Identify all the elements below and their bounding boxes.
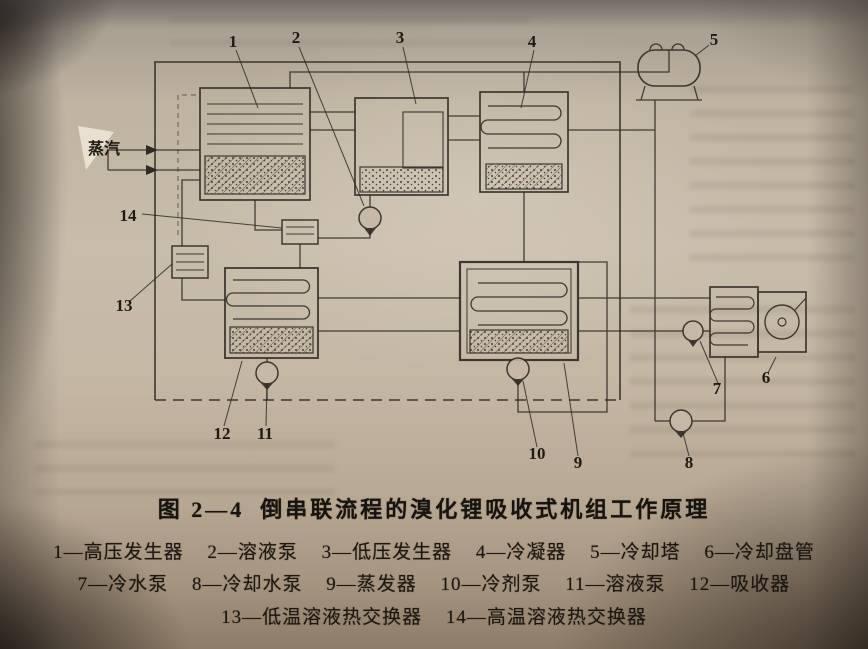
- callout-5: 5: [710, 30, 719, 49]
- legend-row-2: 7—冷水泵 8—冷却水泵 9—蒸发器 10—冷剂泵 11—溶液泵 12—吸收器: [0, 569, 868, 596]
- legend-item-separator: —: [217, 542, 238, 563]
- legend-item: 10—冷剂泵: [440, 574, 541, 595]
- legend-row-3: 13—低温溶液热交换器 14—高温溶液热交换器: [0, 602, 868, 629]
- legend-item-separator: —: [486, 542, 507, 563]
- chilled-water-pump-7: [682, 320, 704, 347]
- legend-item-name: 冷水泵: [108, 574, 169, 595]
- callout-6: 6: [762, 368, 771, 387]
- legend-item-name: 冷凝器: [506, 542, 567, 563]
- legend-item-separator: —: [585, 574, 606, 595]
- refrigerant-pump-10: [506, 357, 530, 386]
- legend-item: 3—低压发生器: [322, 542, 453, 563]
- absorber: [224, 267, 319, 359]
- legend-item-name: 高压发生器: [83, 542, 184, 563]
- legend-item: 14—高温溶液热交换器: [446, 607, 647, 628]
- legend-item-name: 冷却塔: [620, 542, 681, 563]
- legend-item-name: 蒸发器: [356, 574, 417, 595]
- steam-flow-arrow-icon: [146, 145, 158, 155]
- legend-item-separator: —: [710, 574, 731, 595]
- legend-item-name: 冷剂泵: [481, 574, 542, 595]
- high-temp-heat-exchanger: [281, 219, 319, 245]
- legend-item-separator: —: [242, 607, 263, 628]
- legend-item-name: 低温溶液热交换器: [262, 607, 423, 628]
- legend-item: 1—高压发生器: [53, 542, 184, 563]
- legend-item-number: 10: [440, 574, 462, 595]
- legend-item-number: 9: [326, 574, 337, 595]
- callout-10: 10: [529, 444, 546, 463]
- legend-item-number: 14: [445, 607, 467, 628]
- callout-13: 13: [116, 296, 133, 315]
- component-numbers: 1 2 3 4 5 6 7 8 9 10 11 12 13 14: [116, 28, 771, 472]
- fan-coil-unit: [709, 286, 807, 358]
- legend-item-number: 11: [565, 574, 586, 595]
- pumps: [255, 206, 704, 438]
- figure-title: 倒串联流程的溴化锂吸收式机组工作原理: [260, 497, 711, 522]
- callout-9: 9: [574, 453, 583, 472]
- legend-item-name: 溶液泵: [605, 574, 666, 595]
- legend-item-name: 高温溶液热交换器: [486, 607, 647, 628]
- legend-item-separator: —: [461, 574, 482, 595]
- legend-item-separator: —: [336, 574, 357, 595]
- figure-caption: 图 2—4 倒串联流程的溴化锂吸收式机组工作原理: [0, 492, 868, 524]
- callout-1: 1: [229, 32, 238, 51]
- legend-item-separator: —: [600, 542, 621, 563]
- legend-item-number: 5: [590, 542, 601, 563]
- low-pressure-generator: [354, 97, 449, 196]
- legend-item: 9—蒸发器: [326, 574, 417, 595]
- callout-7: 7: [713, 379, 722, 398]
- solution-pump-11: [255, 361, 279, 390]
- legend-item-separator: —: [714, 542, 735, 563]
- legend-item-separator: —: [88, 574, 109, 595]
- callout-12: 12: [214, 424, 231, 443]
- callout-2: 2: [292, 28, 301, 47]
- legend-item: 5—冷却塔: [590, 542, 681, 563]
- callout-14: 14: [120, 206, 138, 225]
- callout-4: 4: [528, 32, 537, 51]
- legend-item: 11—溶液泵: [565, 574, 665, 595]
- callout-11: 11: [257, 424, 273, 443]
- high-pressure-generator: [199, 87, 311, 201]
- legend-item-separator: —: [466, 607, 487, 628]
- legend-item-name: 低压发生器: [352, 542, 453, 563]
- cooling-water-pump-8: [669, 409, 693, 438]
- steam-label: 蒸汽: [88, 139, 120, 158]
- fan-icon: [764, 304, 800, 340]
- callout-8: 8: [685, 453, 694, 472]
- condenser: [479, 91, 569, 193]
- legend-item: 8—冷却水泵: [192, 574, 303, 595]
- low-temp-heat-exchanger: [171, 245, 209, 279]
- legend-item: 12—吸收器: [689, 574, 790, 595]
- callout-3: 3: [396, 28, 405, 47]
- legend-row-1: 1—高压发生器 2—溶液泵 3—低压发生器 4—冷凝器 5—冷却塔 6—冷却盘管: [0, 537, 868, 564]
- legend-item-name: 冷却水泵: [222, 574, 303, 595]
- legend-item-separator: —: [332, 542, 353, 563]
- legend-item-number: 3: [321, 542, 333, 563]
- legend-item: 2—溶液泵: [207, 542, 298, 563]
- evaporator: [458, 260, 580, 362]
- legend-item-name: 吸收器: [730, 574, 791, 595]
- legend-item-number: 8: [191, 574, 203, 595]
- callout-leaders: [129, 44, 777, 457]
- legend-item-name: 冷却盘管: [734, 542, 815, 563]
- legend-item: 6—冷却盘管: [704, 542, 815, 563]
- legend-item: 7—冷水泵: [78, 574, 169, 595]
- legend-item-separator: —: [63, 542, 84, 563]
- legend-item-name: 溶液泵: [237, 542, 298, 563]
- legend-item-number: 13: [221, 607, 243, 628]
- legend-item-number: 4: [475, 542, 487, 563]
- steam-flow-arrow-icon: [146, 165, 158, 175]
- legend-item-number: 2: [207, 542, 218, 563]
- legend-item-number: 1: [53, 542, 64, 563]
- legend-item-number: 12: [689, 574, 711, 595]
- legend-item: 13—低温溶液热交换器: [221, 607, 422, 628]
- legend-item-number: 7: [77, 574, 89, 595]
- legend-item-separator: —: [202, 574, 223, 595]
- legend-item-number: 6: [704, 542, 715, 563]
- legend-item: 4—冷凝器: [476, 542, 567, 563]
- solution-pump-2: [358, 206, 382, 236]
- figure-number: 图 2—4: [157, 497, 245, 522]
